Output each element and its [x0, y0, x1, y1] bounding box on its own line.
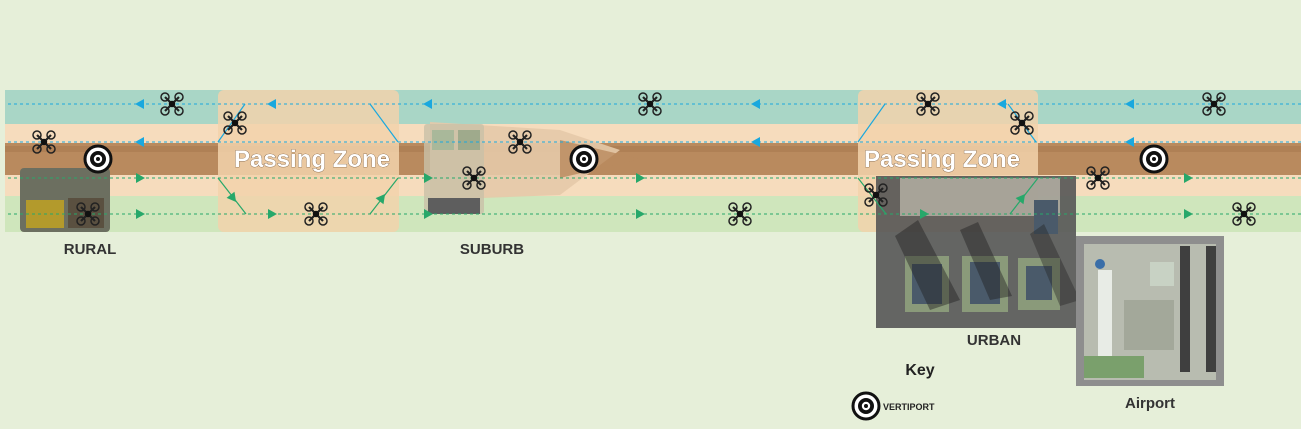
arrow-right-icon [1184, 209, 1193, 219]
airport-map [1076, 236, 1224, 386]
arrow-right-icon [1184, 173, 1193, 183]
arrow-left-icon [1125, 99, 1134, 109]
arrow-right-icon [424, 209, 433, 219]
arrow-left-icon [751, 99, 760, 109]
arrow-left-icon [1125, 137, 1134, 147]
vertiport-key-label: VERTIPORT [883, 402, 935, 412]
arrow-left-icon [997, 99, 1006, 109]
passing-zone-left [218, 90, 399, 232]
arrow-right-icon [226, 191, 237, 202]
suburb-buildings [424, 124, 484, 214]
arrow-left-icon [751, 137, 760, 147]
arrow-right-icon [375, 194, 386, 205]
arrow-right-icon [920, 209, 929, 219]
arrow-right-icon [136, 209, 145, 219]
westbound-arrows [135, 99, 1134, 147]
vertiport-icon [83, 144, 113, 174]
arrow-right-icon [636, 173, 645, 183]
suburb-label: SUBURB [460, 241, 524, 258]
urban-label: URBAN [967, 332, 1021, 349]
arrow-right-icon [136, 173, 145, 183]
arrow-right-icon [1015, 194, 1026, 205]
arrow-left-icon [135, 137, 144, 147]
road-strip-shade [5, 146, 1301, 152]
key-title: Key [905, 362, 934, 379]
arrow-right-icon [636, 209, 645, 219]
legend-key: Key VERTIPORT [851, 362, 935, 421]
rural-label: RURAL [64, 241, 117, 258]
airport-label: Airport [1125, 395, 1175, 412]
passing-zone-label-right: Passing Zone [864, 146, 1020, 173]
arrow-right-icon [424, 173, 433, 183]
arrow-left-icon [267, 99, 276, 109]
vertiport-icon [1139, 144, 1169, 174]
arrow-left-icon [423, 99, 432, 109]
passing-zone-label-left: Passing Zone [234, 146, 390, 173]
eastbound-arrows [136, 173, 1193, 219]
arrow-left-icon [135, 99, 144, 109]
urban-city-block [876, 176, 1080, 328]
vertiport-icon [851, 391, 881, 421]
vertiport-icon [569, 144, 599, 174]
arrow-right-icon [268, 209, 277, 219]
